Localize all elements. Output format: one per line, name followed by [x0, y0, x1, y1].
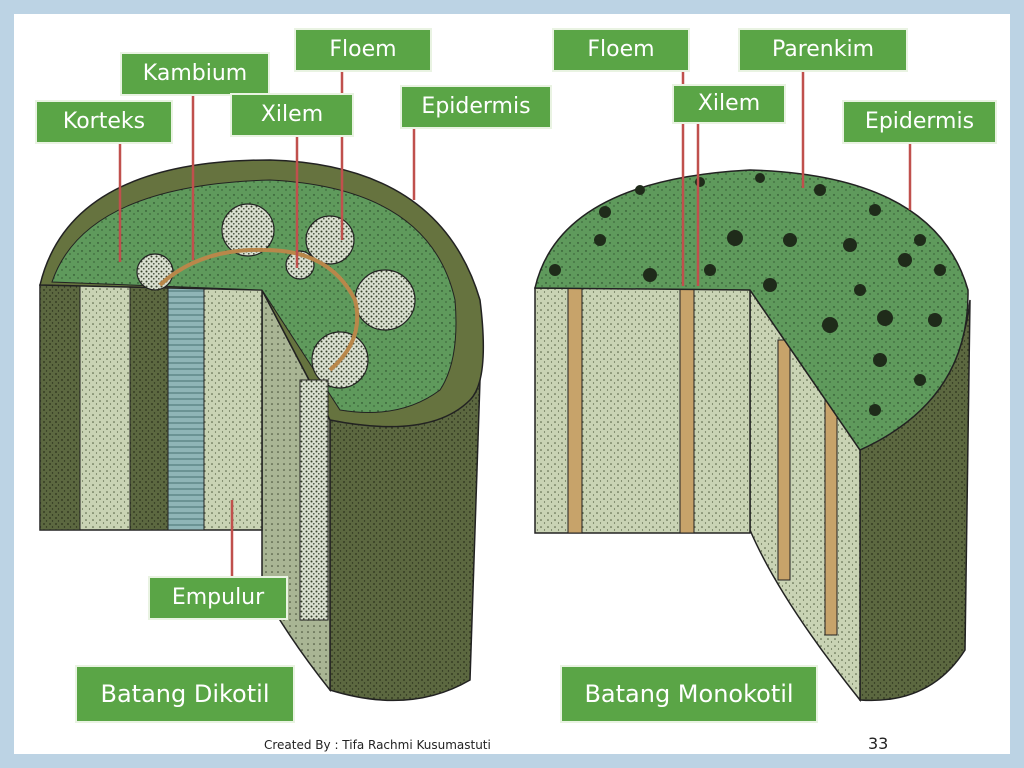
page-number: 33 — [868, 734, 889, 753]
label-epidermis-monokotil: Epidermis — [842, 100, 997, 144]
label-empulur: Empulur — [148, 576, 288, 620]
label-xilem-dikotil: Xilem — [230, 93, 354, 137]
caption-batang-dikotil: Batang Dikotil — [75, 665, 295, 723]
label-epidermis-dikotil: Epidermis — [400, 85, 552, 129]
label-kambium: Kambium — [120, 52, 270, 96]
label-xilem-monokotil: Xilem — [672, 84, 786, 124]
label-parenkim: Parenkim — [738, 28, 908, 72]
label-floem-dikotil: Floem — [294, 28, 432, 72]
label-korteks: Korteks — [35, 100, 173, 144]
footer-credit: Created By : Tifa Rachmi Kusumastuti — [264, 738, 491, 752]
caption-batang-monokotil: Batang Monokotil — [560, 665, 818, 723]
label-floem-monokotil: Floem — [552, 28, 690, 72]
